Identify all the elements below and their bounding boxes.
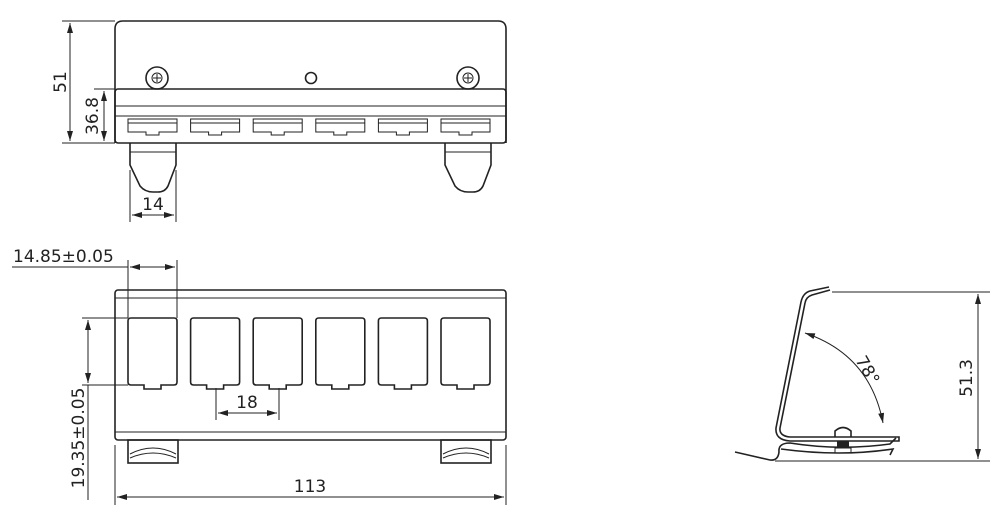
front-view: 14.85±0.05 19.35±0.05 18 113	[12, 247, 507, 505]
back-plate	[114, 20, 507, 143]
port-top	[377, 118, 428, 136]
port-top	[127, 118, 178, 136]
front-ports	[127, 317, 491, 390]
dim-51-3: 51.3	[957, 359, 977, 397]
keystone-port	[189, 317, 241, 390]
port-top	[190, 118, 241, 136]
port-top	[315, 118, 366, 136]
left-foot	[127, 439, 179, 464]
dim-36-8: 36.8	[83, 97, 103, 135]
keystone-port	[315, 317, 366, 390]
keystone-port	[252, 317, 303, 390]
port-top	[252, 118, 303, 136]
screw-icon	[456, 66, 480, 90]
right-foot	[444, 143, 492, 193]
keystone-port	[440, 317, 491, 390]
keystone-port	[377, 317, 429, 390]
screw-icon	[145, 66, 169, 90]
dim-14-85: 14.85±0.05	[13, 247, 114, 267]
dim-14: 14	[142, 195, 164, 215]
right-foot	[440, 439, 492, 464]
dim-78-deg: 78°	[851, 353, 883, 389]
dim-51: 51	[51, 71, 71, 93]
top-ports	[127, 118, 491, 136]
top-view: 51 36.8 14	[51, 20, 507, 222]
screw-icon	[834, 426, 852, 454]
port-top	[440, 118, 491, 136]
dim-19-35: 19.35±0.05	[69, 388, 89, 489]
dim-113: 113	[294, 477, 326, 497]
panel-face	[114, 289, 507, 441]
keystone-port	[127, 317, 178, 390]
side-view: 51.3 78°	[734, 286, 990, 462]
left-foot	[129, 143, 177, 193]
bracket	[775, 286, 900, 442]
dim-18: 18	[236, 393, 258, 413]
mount-hole	[304, 71, 318, 85]
